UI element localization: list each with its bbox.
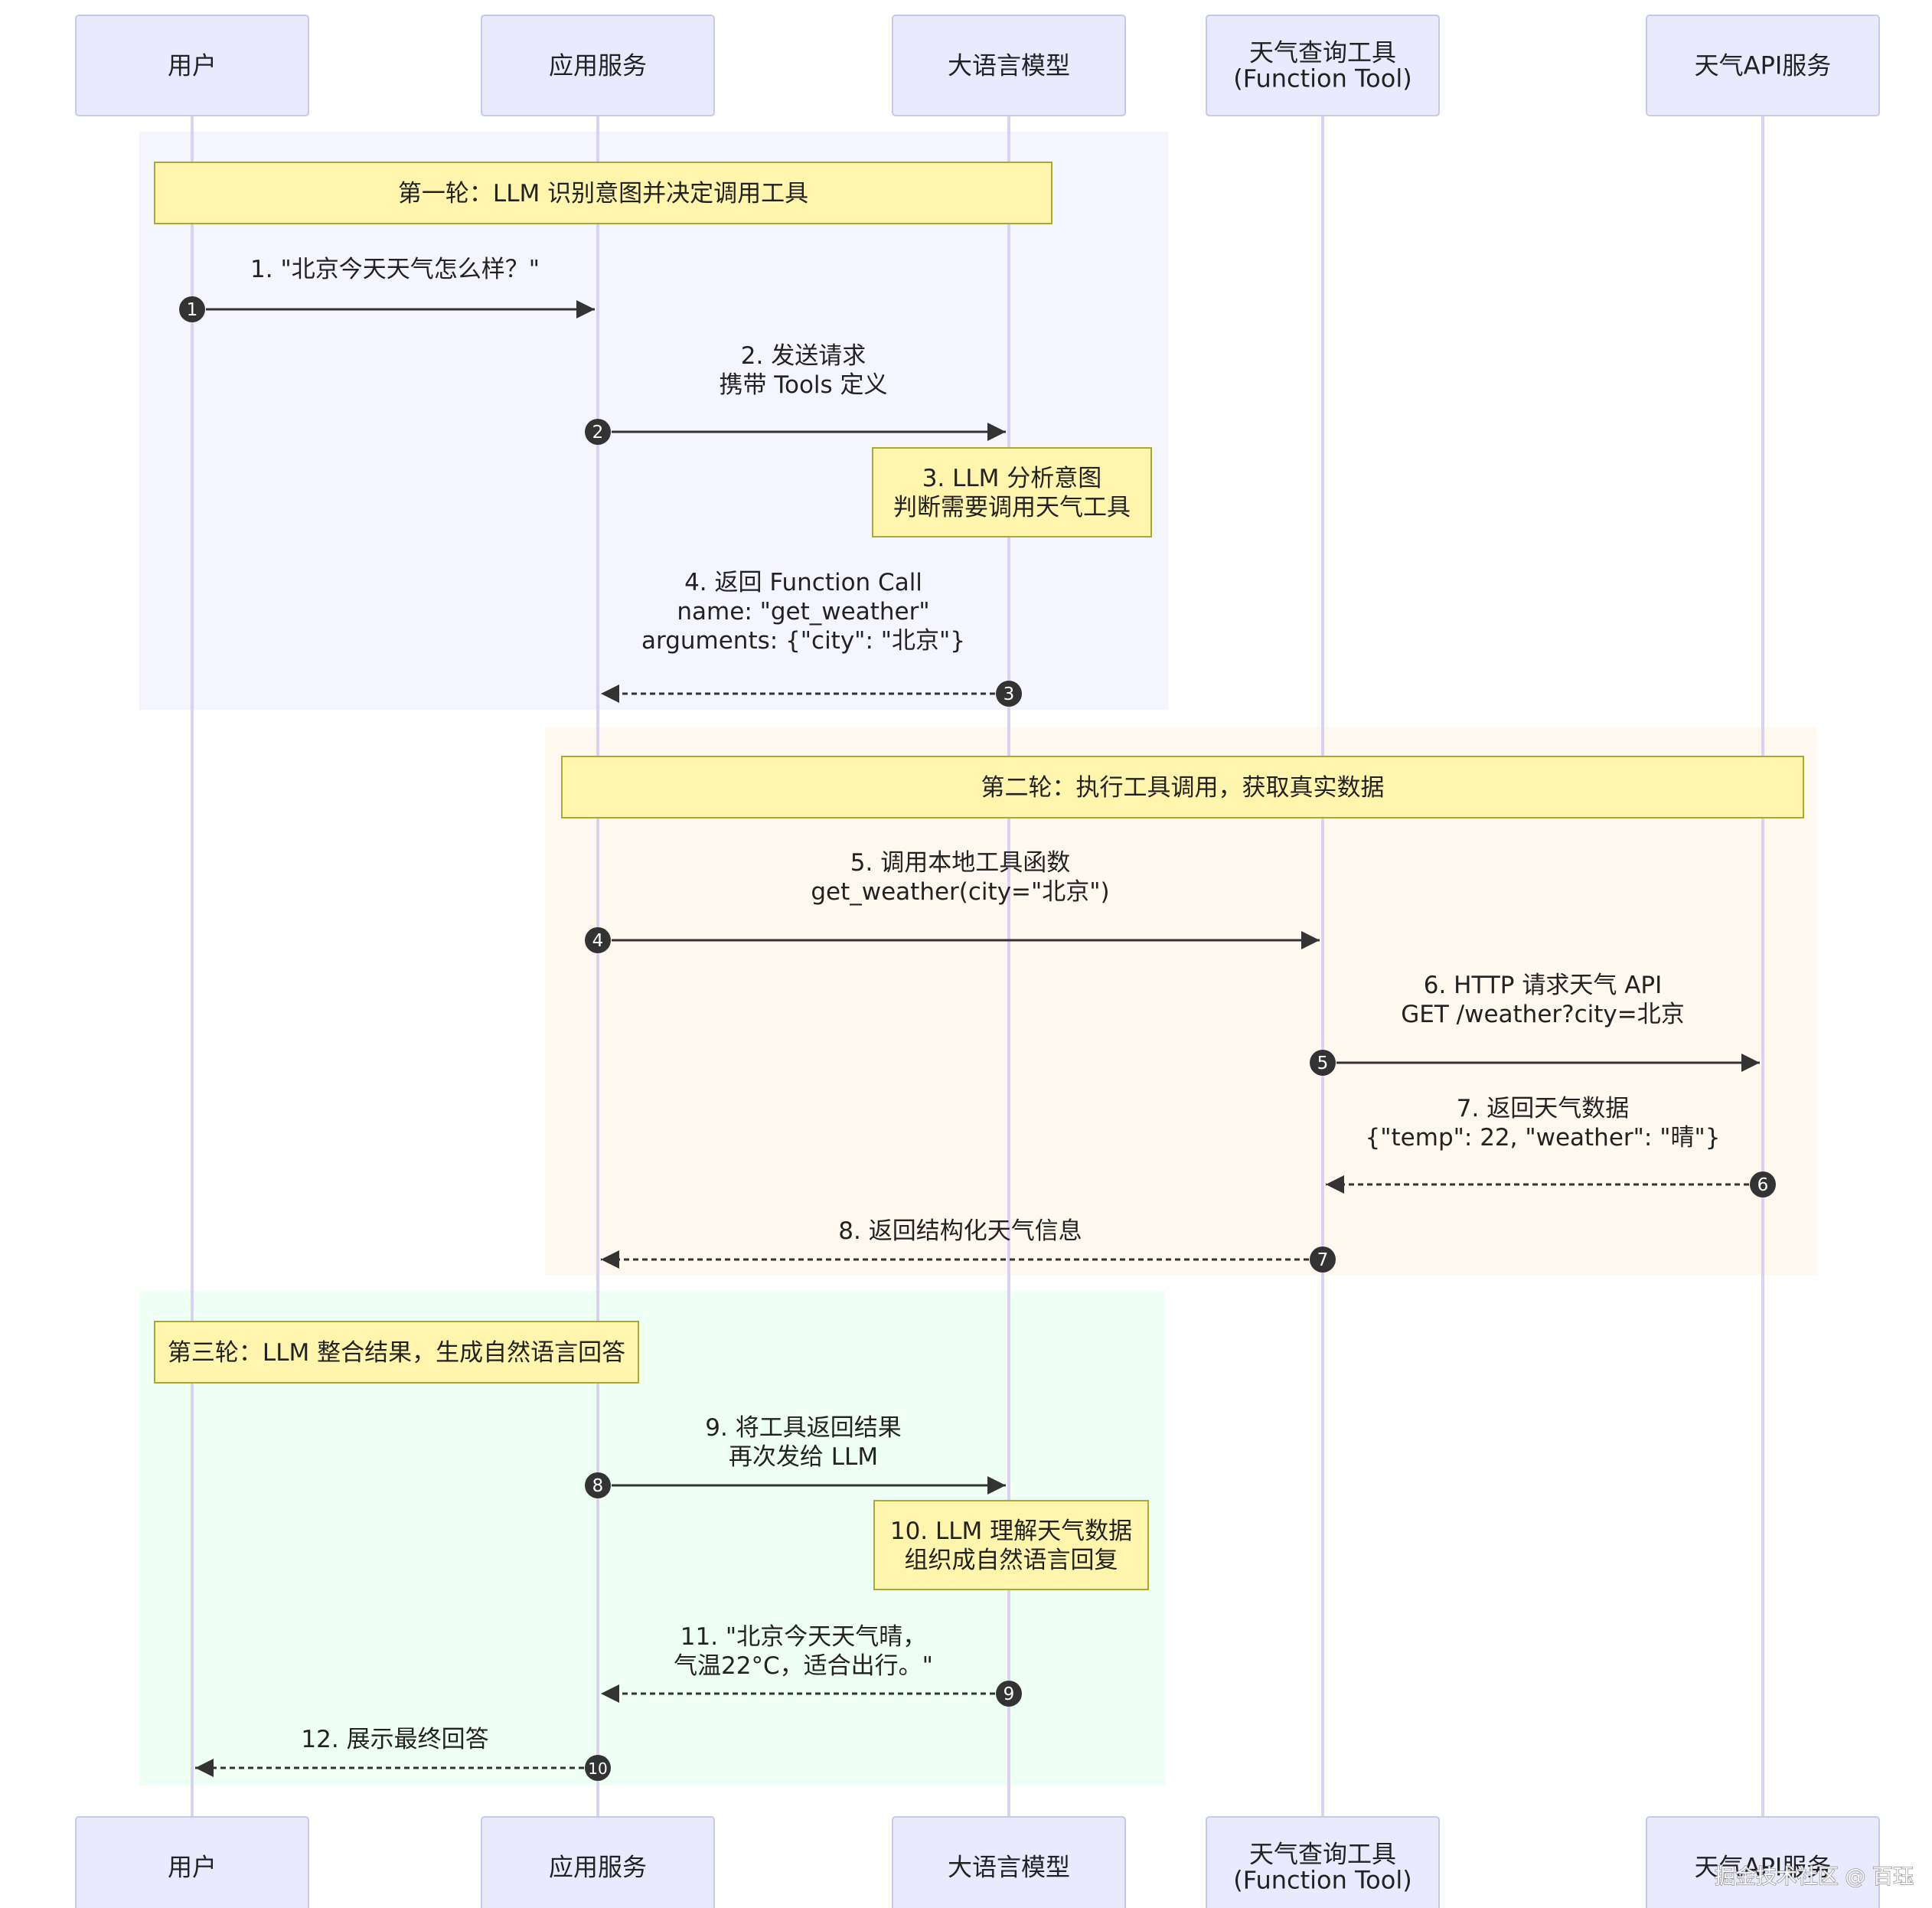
round2-region (545, 727, 1817, 1275)
participant-label: 大语言模型 (948, 51, 1070, 80)
sequence-number: 10 (588, 1759, 607, 1778)
message-label: 气温22°C，适合出行。" (674, 1652, 933, 1680)
participant-user-bottom: 用户 (75, 1816, 309, 1908)
participant-user-top: 用户 (75, 15, 309, 116)
participant-tool-top: 天气查询工具(Function Tool) (1206, 15, 1440, 116)
sequence-number: 5 (1317, 1054, 1329, 1073)
sequence-badge (1750, 1171, 1776, 1197)
message-label: 6. HTTP 请求天气 API (1424, 972, 1663, 999)
message-label: 2. 发送请求 (741, 342, 866, 370)
sequence-badge (996, 1681, 1022, 1707)
participant-label: 天气查询工具 (1249, 1840, 1396, 1869)
participant-llm-top: 大语言模型 (892, 15, 1126, 116)
participant-label: (Function Tool) (1233, 64, 1411, 93)
participant-label: (Function Tool) (1233, 1866, 1411, 1895)
message-9: 9 11. "北京今天天气晴，气温22°C，适合出行。" (601, 1623, 1022, 1707)
round2-title: 第二轮：执行工具调用，获取真实数据 (981, 774, 1385, 802)
sequence-badge (585, 1755, 611, 1781)
message-label: 11. "北京今天天气晴， (680, 1623, 926, 1651)
message-label: arguments: {"city": "北京"} (641, 627, 965, 655)
sequence-number: 1 (187, 300, 198, 320)
note-text: 组织成自然语言回复 (905, 1547, 1118, 1574)
sequence-number: 7 (1317, 1250, 1329, 1270)
message-label: 携带 Tools 定义 (719, 371, 887, 399)
message-label: 12. 展示最终回答 (301, 1726, 488, 1753)
sequence-number: 4 (592, 931, 604, 951)
message-label: 9. 将工具返回结果 (705, 1414, 901, 1442)
participant-label: 天气API服务 (1695, 1853, 1832, 1882)
message-label: GET /weather?city=北京 (1401, 1001, 1684, 1028)
round3-title: 第三轮：LLM 整合结果，生成自然语言回答 (168, 1339, 625, 1367)
round1-title-note: 第一轮：LLM 识别意图并决定调用工具 (154, 162, 1052, 224)
sequence-badge (585, 927, 611, 953)
message-label: 1. "北京今天天气怎么样？" (250, 256, 540, 283)
message-1: 1 1. "北京今天天气怎么样？" (179, 256, 595, 322)
message-label: get_weather(city="北京") (811, 878, 1109, 906)
participant-label: 应用服务 (549, 1853, 647, 1882)
participant-api-bottom: 天气API服务 (1646, 1816, 1880, 1908)
sequence-number: 2 (592, 423, 604, 443)
participant-app-bottom: 应用服务 (481, 1816, 715, 1908)
sequence-badge (1310, 1246, 1336, 1273)
note-text: 10. LLM 理解天气数据 (890, 1518, 1132, 1545)
sequence-badge (585, 419, 611, 445)
participant-tool-bottom: 天气查询工具(Function Tool) (1206, 1816, 1440, 1908)
participant-label: 应用服务 (549, 51, 647, 80)
participant-label: 天气查询工具 (1249, 38, 1396, 67)
message-10: 10 12. 展示最终回答 (195, 1726, 611, 1781)
participant-api-top: 天气API服务 (1646, 15, 1880, 116)
sequence-badge (179, 296, 205, 322)
message-label: 8. 返回结构化天气信息 (838, 1217, 1082, 1245)
message-label: 5. 调用本地工具函数 (850, 849, 1070, 877)
note-text: 判断需要调用天气工具 (893, 494, 1131, 521)
sequence-badge (1310, 1050, 1336, 1076)
participant-llm-bottom: 大语言模型 (892, 1816, 1126, 1908)
participant-label: 大语言模型 (948, 1853, 1070, 1882)
round2-title-note: 第二轮：执行工具调用，获取真实数据 (561, 756, 1804, 818)
watermark: 掘金技术社区 @ 百珏 (1715, 1865, 1914, 1889)
participant-label: 天气API服务 (1695, 51, 1832, 80)
round3-title-note: 第三轮：LLM 整合结果，生成自然语言回答 (154, 1321, 639, 1384)
sequence-number: 9 (1004, 1684, 1015, 1704)
message-label: {"temp": 22, "weather": "晴"} (1366, 1124, 1721, 1152)
sequence-number: 6 (1757, 1175, 1769, 1195)
sequence-number: 8 (592, 1476, 604, 1496)
sequence-number: 3 (1004, 684, 1015, 704)
message-label: 再次发给 LLM (729, 1443, 878, 1471)
round1-title: 第一轮：LLM 识别意图并决定调用工具 (398, 180, 808, 207)
message-label: name: "get_weather" (677, 598, 929, 626)
participant-label: 用户 (168, 51, 217, 80)
participant-app-top: 应用服务 (481, 15, 715, 116)
message-label: 7. 返回天气数据 (1457, 1095, 1629, 1122)
message-7: 7 8. 返回结构化天气信息 (601, 1217, 1336, 1273)
note-text: 3. LLM 分析意图 (922, 465, 1102, 492)
message-6: 6 7. 返回天气数据{"temp": 22, "weather": "晴"} (1326, 1095, 1776, 1197)
participant-label: 用户 (168, 1853, 217, 1882)
round1-region (139, 132, 1168, 710)
sequence-badge (996, 681, 1022, 707)
message-label: 4. 返回 Function Call (684, 569, 922, 596)
sequence-badge (585, 1472, 611, 1498)
